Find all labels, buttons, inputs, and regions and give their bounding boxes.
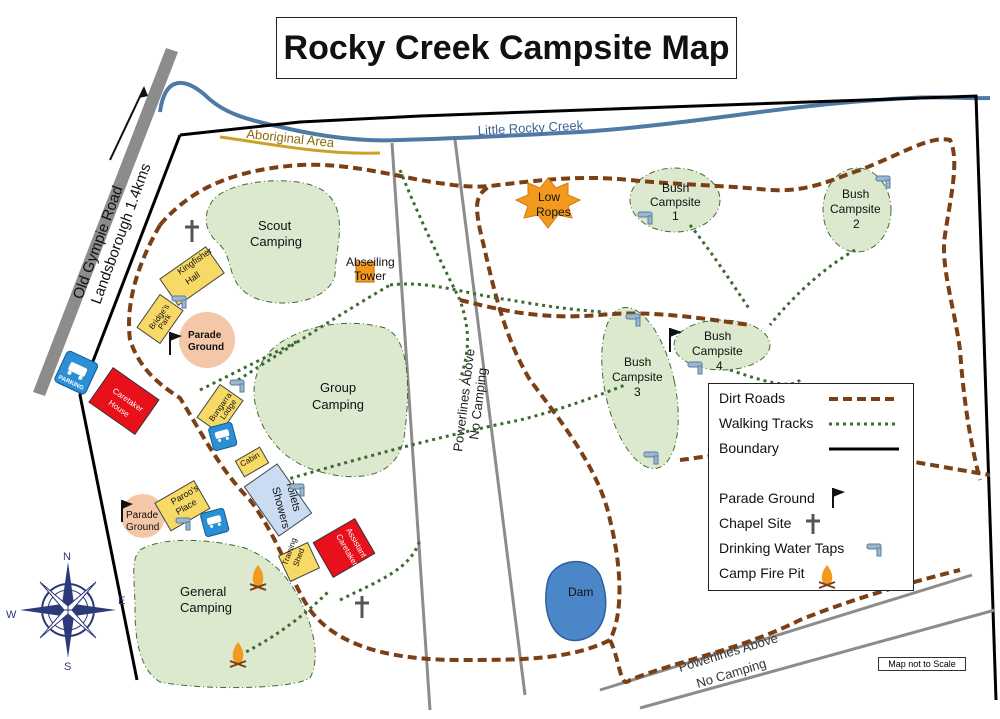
- water-tap-icon: [687, 361, 703, 375]
- campfire-icon: [249, 565, 267, 591]
- flag-icon: [669, 328, 682, 352]
- flag-icon: [121, 500, 133, 522]
- toilets-showers: Toilets Showers: [243, 463, 313, 537]
- bush3-label-1: Bush: [624, 355, 651, 369]
- low-ropes-label-1: Low: [538, 190, 560, 204]
- bush2-label-2: Campsite: [830, 202, 881, 216]
- scale-note: Map not to Scale: [878, 657, 966, 671]
- bush-campsite-3-area: [601, 306, 679, 470]
- map-title: Rocky Creek Campsite Map: [276, 17, 737, 79]
- parade-lower-label-1: Parade: [126, 510, 159, 521]
- general-label-2: Camping: [180, 600, 232, 615]
- general-label-1: General: [180, 584, 226, 599]
- chapel-cross-icon: [806, 514, 820, 534]
- abseiling-label-2: Tower: [354, 269, 386, 283]
- scout-camping-area: [205, 180, 340, 304]
- flag-icon: [832, 488, 845, 508]
- bush4-label-2: Campsite: [692, 344, 743, 358]
- aboriginal-area-line: [219, 135, 381, 155]
- bush2-label-1: Bush: [842, 187, 869, 201]
- water-tap-icon: [229, 379, 245, 393]
- campsite-areas: [133, 167, 892, 689]
- campfire-icon: [818, 565, 836, 589]
- walking-tracks: [199, 169, 856, 657]
- bush4-label-1: Bush: [704, 329, 731, 343]
- compass-n-label: N: [63, 551, 71, 563]
- direction-arrow: [109, 87, 145, 161]
- parade-lower-label-2: Ground: [126, 522, 159, 533]
- water-tap-icon: [643, 451, 659, 465]
- flag-icon: [169, 332, 182, 355]
- bush1-label-3: 1: [672, 209, 679, 223]
- legend-boundary-label: Boundary: [719, 440, 779, 456]
- old-gympie-road: Old Gympie Road Landsborough 1.4kms: [33, 48, 178, 396]
- general-camping-area: [133, 539, 316, 689]
- group-camping-area: [253, 322, 409, 478]
- campfire-icon: [229, 642, 247, 668]
- water-tap-icon: [625, 313, 641, 327]
- bush1-label-1: Bush: [662, 181, 689, 195]
- legend-fire-pit-label: Camp Fire Pit: [719, 565, 805, 581]
- dirt-roads: [127, 137, 991, 684]
- legend-dirt-roads-label: Dirt Roads: [719, 390, 786, 406]
- scout-label-1: Scout: [258, 218, 292, 233]
- low-ropes-star: [514, 177, 582, 229]
- bush1-label-2: Campsite: [650, 195, 701, 209]
- water-tap-icon: [175, 517, 191, 531]
- parade-upper-label-2: Ground: [188, 342, 224, 353]
- parade-ground-lower: [121, 494, 165, 538]
- parking-icon: PARKING: [54, 350, 98, 395]
- low-ropes-label-2: Ropes: [536, 205, 571, 219]
- caretaker-house: Caretaker House: [88, 367, 160, 435]
- assistant-caretaker: Assistant Caretaker: [312, 517, 376, 579]
- abseiling-tower: [355, 261, 375, 283]
- parking-icon: [200, 507, 230, 538]
- parade-ground-upper: [179, 312, 235, 368]
- compass-w-label: W: [6, 609, 17, 621]
- bungarra-lodge: Bungarra Lodge: [196, 383, 244, 435]
- legend-water-taps-label: Drinking Water Taps: [719, 540, 845, 556]
- group-label-1: Group: [320, 380, 356, 395]
- abseiling-label-1: Abseiling: [346, 255, 395, 269]
- legend-symbols: [806, 397, 899, 589]
- dam-label: Dam: [568, 585, 593, 599]
- legend-walking-tracks-label: Walking Tracks: [719, 415, 814, 431]
- chapel-cross-icon: [185, 220, 199, 242]
- kingfisher-hall: Kingfisher Hall: [159, 245, 225, 306]
- chapel-cross-icon: [355, 596, 369, 618]
- parade-upper-label-1: Parade: [188, 330, 222, 341]
- cabin: Cabin: [234, 446, 270, 478]
- compass-rose: N S E W: [6, 551, 125, 673]
- water-tap-icon: [866, 543, 882, 557]
- water-tap-icon: [637, 211, 653, 225]
- bush3-label-3: 3: [634, 385, 641, 399]
- group-label-2: Camping: [312, 397, 364, 412]
- legend-parade-ground-label: Parade Ground: [719, 490, 815, 506]
- water-tap-icon: [289, 483, 305, 497]
- compass-s-label: S: [64, 661, 71, 673]
- legend-chapel-site-label: Chapel Site: [719, 515, 792, 531]
- legend: Dirt Roads Walking Tracks Boundary Parad…: [708, 383, 914, 591]
- water-tap-icon: [171, 295, 187, 309]
- bush4-label-3: 4: [716, 359, 723, 373]
- bush-campsite-4-area: [673, 319, 771, 371]
- bush-campsite-2-area: [822, 167, 892, 253]
- scout-label-2: Camping: [250, 234, 302, 249]
- bush3-label-2: Campsite: [612, 370, 663, 384]
- compass-e-label: E: [118, 595, 125, 607]
- creek-label: Little Rocky Creek: [477, 117, 584, 138]
- bridges-park: Bridge's Park: [136, 293, 184, 345]
- parking-icon: [208, 421, 238, 452]
- bush2-label-3: 2: [853, 217, 860, 231]
- water-tap-icon: [875, 175, 891, 189]
- boundary-line: [78, 94, 998, 701]
- dam: [545, 560, 607, 642]
